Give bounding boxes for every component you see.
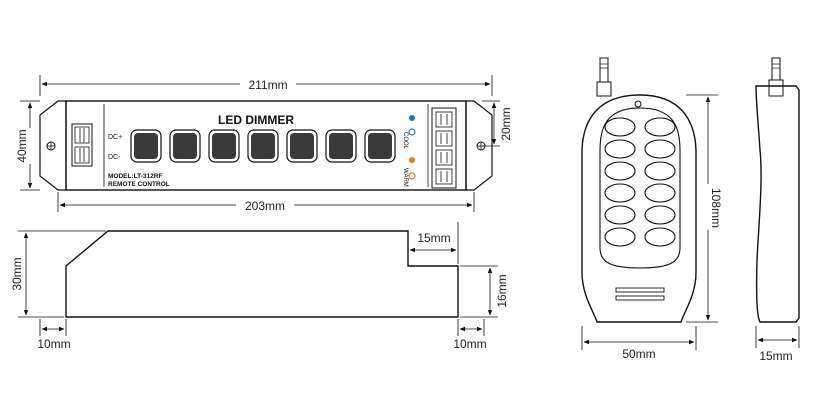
remote-button-grid xyxy=(604,117,676,247)
remote-side-antenna xyxy=(768,57,784,97)
label-dc-minus: DC- xyxy=(108,154,121,161)
label-step-height: 16mm xyxy=(495,274,509,307)
dimension-right-offset: 10mm xyxy=(453,319,487,351)
dimension-step-height: 16mm xyxy=(460,265,509,318)
terminal-screw xyxy=(435,130,453,147)
remote-button xyxy=(604,139,636,159)
controller-body xyxy=(65,100,467,191)
remote-led xyxy=(634,100,642,108)
label-dc-plus: DC+ xyxy=(108,134,122,141)
terminal-screw xyxy=(435,149,453,166)
cool-indicator-top xyxy=(409,115,415,121)
label-body-length: 203mm xyxy=(245,199,285,213)
label-cool: COOL xyxy=(402,132,408,150)
warm-indicator-top xyxy=(409,157,415,163)
remote-button xyxy=(604,161,636,181)
controller-button-face xyxy=(251,133,275,159)
label-terminal-height: 20mm xyxy=(499,107,513,140)
dimension-remote-height: 108mm xyxy=(686,94,723,323)
remote-body xyxy=(581,94,697,323)
dimension-step-width: 15mm xyxy=(409,222,459,264)
dimension-left-offset: 10mm xyxy=(37,319,71,351)
dimension-remote-depth: 15mm xyxy=(755,326,800,363)
side-profile xyxy=(65,230,459,318)
remote-button-panel xyxy=(599,107,681,269)
remote-button xyxy=(604,205,636,225)
label-remote-width: 50mm xyxy=(622,347,655,361)
controller-button-row xyxy=(130,129,396,163)
controller-button xyxy=(208,129,240,163)
terminal-screw xyxy=(435,111,453,128)
label-model: MODEL:LT-312RF xyxy=(108,173,162,180)
terminal-screw xyxy=(435,168,453,185)
label-left-offset: 10mm xyxy=(37,337,70,351)
label-remote-depth: 15mm xyxy=(759,349,792,363)
label-step-width: 15mm xyxy=(417,231,450,245)
controller-button xyxy=(286,129,318,163)
remote-side-body xyxy=(755,85,800,323)
label-led-dimmer: LED DIMMER xyxy=(218,113,294,127)
controller-button-face xyxy=(173,133,197,159)
label-remote-height: 108mm xyxy=(709,188,723,228)
dimension-side-height: 30mm xyxy=(10,230,106,318)
controller-button xyxy=(130,129,162,163)
controller-side-view: 30mm 15mm 16mm 10mm 10mm xyxy=(10,222,509,351)
controller-button-face xyxy=(212,133,236,159)
right-flange xyxy=(465,100,493,191)
controller-front-view: 211mm DC+ DC- LED DIMMER xyxy=(15,75,513,213)
remote-button xyxy=(644,117,676,137)
remote-grip xyxy=(615,287,665,301)
remote-button xyxy=(644,183,676,203)
right-terminal-block xyxy=(431,107,457,189)
dimension-body-length: 203mm xyxy=(57,192,475,213)
remote-button xyxy=(644,227,676,247)
remote-antenna xyxy=(596,57,612,97)
label-front-height: 40mm xyxy=(15,129,29,162)
warm-indicator-bottom xyxy=(408,172,416,180)
label-warm: WARM xyxy=(402,168,408,187)
remote-side-view: 15mm xyxy=(755,57,800,363)
left-flange xyxy=(39,100,67,191)
label-remote-control: REMOTE CONTROL xyxy=(108,181,170,188)
label-side-height: 30mm xyxy=(10,257,24,290)
label-right-offset: 10mm xyxy=(453,337,486,351)
controller-button-face xyxy=(134,133,158,159)
dimension-terminal-height: 20mm xyxy=(482,100,513,147)
left-terminal-block xyxy=(71,123,93,167)
remote-button xyxy=(604,227,636,247)
dimension-total-length: 211mm xyxy=(39,75,493,96)
controller-button xyxy=(247,129,279,163)
label-total-length: 211mm xyxy=(248,78,287,92)
remote-button xyxy=(604,117,636,137)
remote-button xyxy=(604,183,636,203)
controller-button-face xyxy=(329,133,353,159)
remote-button xyxy=(644,161,676,181)
cool-indicator-bottom xyxy=(408,128,416,136)
remote-button xyxy=(644,205,676,225)
controller-button xyxy=(364,129,396,163)
controller-button-face xyxy=(368,133,392,159)
controller-button xyxy=(325,129,357,163)
remote-front-view: 108mm 50mm xyxy=(581,57,723,361)
dimension-remote-width: 50mm xyxy=(581,326,697,361)
controller-button xyxy=(169,129,201,163)
remote-button xyxy=(644,139,676,159)
controller-button-face xyxy=(290,133,314,159)
dimension-front-height: 40mm xyxy=(15,100,40,191)
